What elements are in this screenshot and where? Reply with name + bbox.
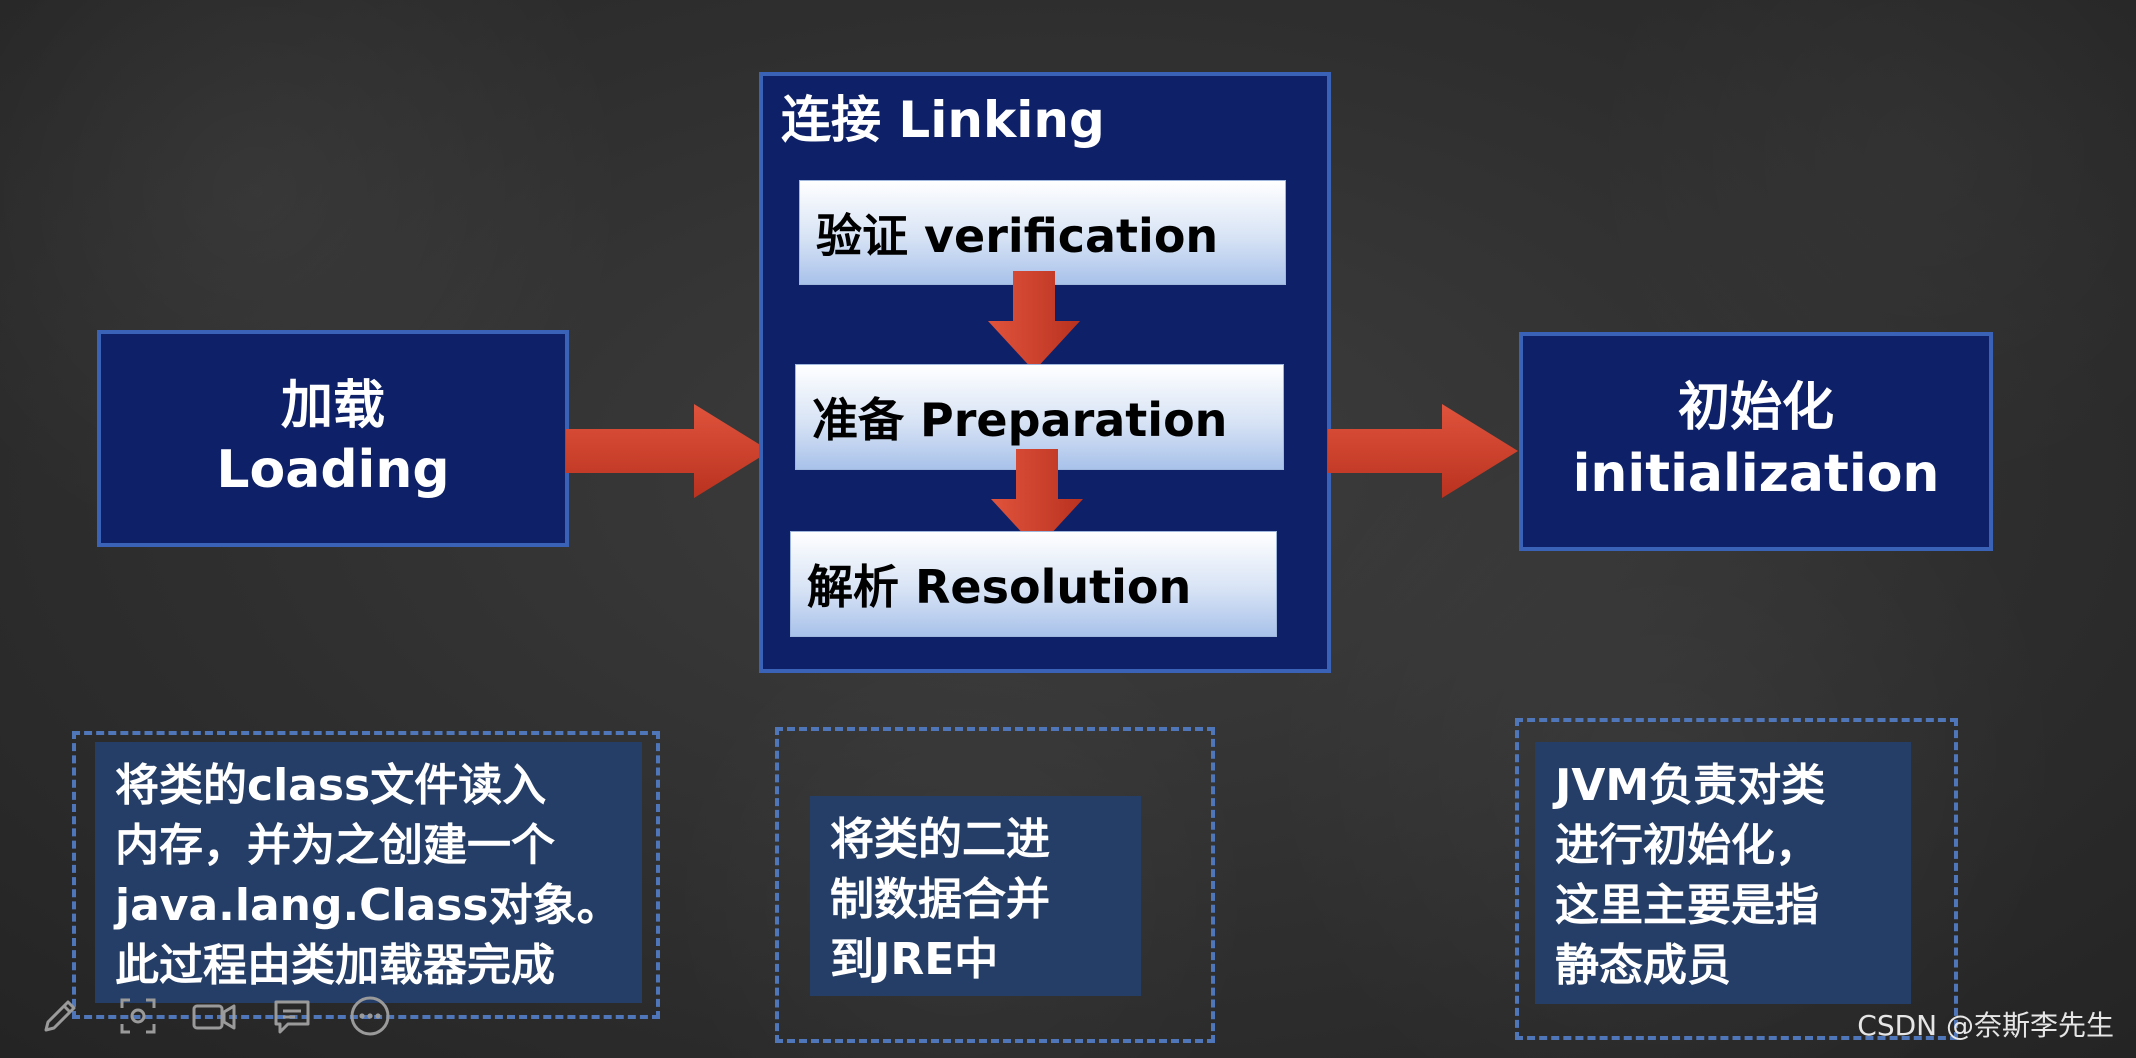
loading-note-outline bbox=[72, 731, 660, 1019]
linking-note-outline bbox=[775, 727, 1215, 1043]
linking-note-line: 到JRE中 bbox=[830, 934, 999, 985]
initialization-stage-box: 初始化 initialization bbox=[1519, 332, 1993, 551]
linking-note-line: 制数据合并 bbox=[830, 874, 1050, 925]
camera-icon[interactable] bbox=[190, 994, 238, 1038]
linking-note-line: 将类的二进 bbox=[830, 814, 1050, 865]
arrow-verification-to-preparation bbox=[988, 271, 1080, 371]
initialization-note-line: 这里主要是指 bbox=[1555, 880, 1819, 931]
initialization-note-outline bbox=[1515, 718, 1958, 1040]
initialization-note-line: 静态成员 bbox=[1555, 940, 1731, 991]
loading-stage-title-en: Loading bbox=[216, 440, 450, 500]
loading-note: 将类的class文件读入 内存，并为之创建一个 java.lang.Class对… bbox=[95, 742, 642, 1003]
loading-note-line: 此过程由类加载器完成 bbox=[115, 940, 555, 991]
verification-step: 验证 verification bbox=[799, 180, 1286, 285]
preparation-step: 准备 Preparation bbox=[795, 364, 1284, 470]
loading-note-line: java.lang.Class对象。 bbox=[115, 880, 621, 931]
linking-stage-box: 连接 Linking 验证 verification 准备 Preparatio… bbox=[759, 72, 1331, 673]
linking-note: 将类的二进 制数据合并 到JRE中 bbox=[810, 796, 1141, 996]
comment-icon[interactable] bbox=[270, 994, 314, 1038]
arrow-preparation-to-resolution bbox=[991, 449, 1083, 549]
initialization-note-line: 进行初始化， bbox=[1555, 820, 1819, 871]
arrow-loading-to-linking bbox=[566, 404, 770, 498]
loading-stage-title-cn: 加载 bbox=[280, 376, 385, 436]
initialization-note: JVM负责对类 进行初始化， 这里主要是指 静态成员 bbox=[1535, 742, 1911, 1004]
arrow-linking-to-initialization bbox=[1328, 404, 1518, 498]
initialization-note-line: JVM负责对类 bbox=[1555, 760, 1826, 811]
csdn-watermark: CSDN @奈斯李先生 bbox=[1857, 1009, 2114, 1042]
loading-note-line: 将类的class文件读入 bbox=[115, 760, 547, 811]
screenshot-icon[interactable] bbox=[116, 994, 160, 1038]
loading-note-line: 内存，并为之创建一个 bbox=[115, 820, 555, 871]
initialization-stage-title-en: initialization bbox=[1572, 444, 1940, 504]
loading-stage-box: 加载 Loading bbox=[97, 330, 569, 547]
initialization-stage-title-cn: 初始化 bbox=[1677, 378, 1834, 438]
pencil-icon[interactable] bbox=[38, 994, 82, 1038]
more-icon[interactable] bbox=[348, 994, 392, 1038]
linking-stage-title: 连接 Linking bbox=[781, 91, 1105, 149]
resolution-step: 解析 Resolution bbox=[790, 531, 1277, 637]
